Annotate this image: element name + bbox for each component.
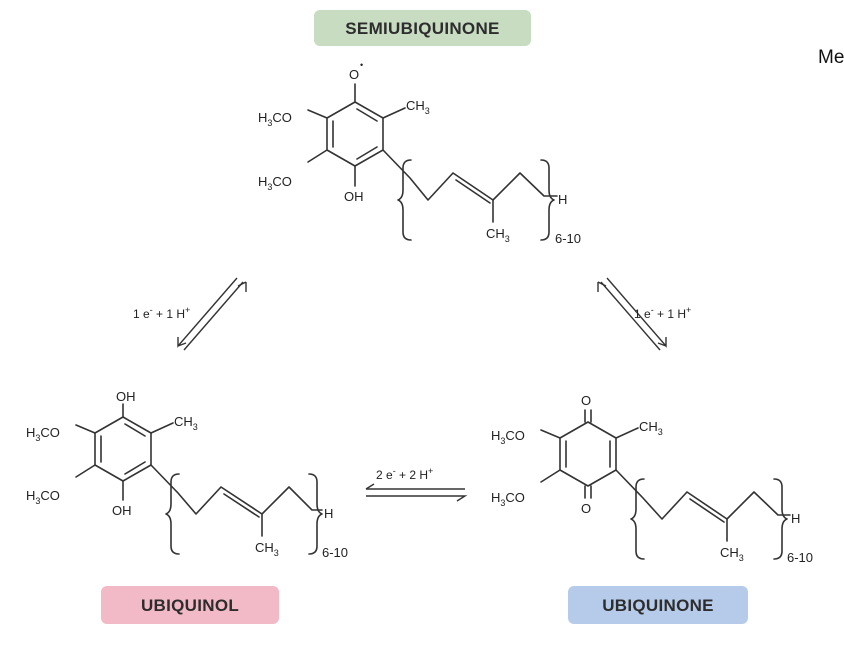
ubiquinone-methoxy1-label: H3CO (491, 428, 525, 446)
ubiquinone-label: UBIQUINONE (602, 596, 714, 615)
corner-text: Me (818, 47, 844, 68)
semiubiquinone-left-bracket (397, 159, 412, 241)
left-arrow-line-1 (183, 281, 244, 351)
ubiquinol-repeat-label: 6-10 (322, 545, 348, 560)
ubiquinol-methoxy2-bond (75, 464, 96, 478)
ubiquinol-right-bracket (308, 473, 323, 555)
ubiquinone-left-bracket (630, 478, 645, 560)
ubiquinol-chain-methyl-label: CH3 (255, 540, 279, 558)
left-equilibrium-arrow (177, 277, 247, 351)
bottom-arrow-line-2 (366, 495, 468, 502)
left-arrow-head-up (237, 281, 247, 292)
ubiquinol-chain-end-label: H (324, 506, 333, 521)
ubiquinone-methyl-bond (615, 427, 639, 439)
ubiquinone-repeat-label: 6-10 (787, 550, 813, 565)
semiubiquinone-methoxy1-label: H3CO (258, 110, 292, 128)
semiubiquinone-methyl-label: CH3 (406, 98, 430, 116)
ubiquinol-badge: UBIQUINOL (101, 586, 279, 624)
right-arrow-line-1 (600, 281, 661, 351)
right-arrow-head-up (597, 281, 607, 292)
ubiquinol-structure: OH H3CO H3CO OH CH3 CH3 H 6-10 (26, 389, 348, 560)
ubiquinone-o-top-label: O (581, 393, 591, 408)
semiubiquinone-chain-double-bond (455, 179, 491, 204)
ubiquinol-badge-bg (101, 586, 279, 624)
left-arrow-line-2 (177, 277, 238, 348)
semiubiquinone-o-label: O (349, 67, 359, 82)
ubiquinone-structure: O H3CO H3CO O CH3 CH3 H 6-10 (491, 393, 813, 565)
semiubiquinone-right-bracket (540, 159, 555, 241)
ubiquinol-methoxy1-label: H3CO (26, 425, 60, 443)
ubiquinone-ring (559, 421, 617, 487)
semiubiquinone-repeat-label: 6-10 (555, 231, 581, 246)
semiubiquinone-isoprenoid-chain (382, 149, 558, 201)
semiubiquinone-methyl-bond (382, 107, 406, 119)
ubiquinol-ring (94, 416, 152, 482)
bottom-arrow-label: 2 e- + 2 H+ (376, 466, 433, 482)
ubiquinone-methoxy1-bond (540, 429, 561, 439)
ubiquinone-bottom-carbonyl (584, 485, 592, 499)
semiubiquinone-radical-dot: • (360, 60, 363, 70)
ubiquinone-chain-end-label: H (791, 511, 800, 526)
ubiquinone-o-bottom-label: O (581, 501, 591, 516)
ubiquinol-methoxy1-bond (75, 424, 96, 434)
bottom-arrow-head-left (365, 483, 375, 490)
ubiquinone-top-carbonyl (584, 409, 592, 423)
semiubiquinone-badge: SEMIUBIQUINONE (314, 10, 531, 46)
ubiquinol-oh-top-label: OH (116, 389, 136, 404)
ubiquinone-chain-methyl-label: CH3 (720, 545, 744, 563)
ubiquinone-badge: UBIQUINONE (568, 586, 748, 624)
ubiquinol-methyl-bond (150, 422, 174, 434)
right-arrow-line-2 (606, 277, 667, 348)
ubiquinol-label: UBIQUINOL (141, 596, 239, 615)
ubiquinol-left-bracket (165, 473, 180, 555)
ubiquinone-methyl-label: CH3 (639, 419, 663, 437)
semiubiquinone-structure: O • H3CO H3CO OH CH3 CH3 H 6-10 (258, 60, 581, 246)
semiubiquinone-methoxy2-bond (307, 149, 328, 163)
left-arrow-label: 1 e- + 1 H+ (133, 305, 190, 321)
ubiquinol-chain-double-bond (223, 493, 260, 518)
ubiquinone-methoxy2-bond (540, 469, 561, 483)
ubiquinol-methyl-label: CH3 (174, 414, 198, 432)
bottom-equilibrium-arrow (365, 483, 468, 502)
ubiquinol-ring-double-bonds (100, 423, 146, 475)
semiubiquinone-chain-end-label: H (558, 192, 567, 207)
semiubiquinone-ring-double-bonds (332, 108, 378, 160)
right-equilibrium-arrow (597, 277, 667, 351)
semiubiquinone-label: SEMIUBIQUINONE (345, 19, 499, 38)
semiubiquinone-methoxy2-label: H3CO (258, 174, 292, 192)
ubiquinone-badge-bg (568, 586, 748, 624)
ubiquinone-isoprenoid-chain (615, 469, 791, 520)
semiubiquinone-oh-label: OH (344, 189, 364, 204)
semiubiquinone-badge-bg (314, 10, 531, 46)
ubiquinone-chain-double-bond (689, 498, 725, 523)
ubiquinol-isoprenoid-chain (150, 464, 323, 515)
semiubiquinone-ring (326, 101, 384, 167)
right-arrow-label: 1 e- + 1 H+ (634, 305, 691, 321)
ubiquinone-right-bracket (773, 478, 788, 560)
ubiquinone-ring-double-bonds (565, 440, 611, 468)
ubiquinol-methoxy2-label: H3CO (26, 488, 60, 506)
semiubiquinone-methoxy1-bond (307, 109, 328, 119)
semiubiquinone-chain-methyl-label: CH3 (486, 226, 510, 244)
ubiquinol-oh-bottom-label: OH (112, 503, 132, 518)
ubiquinone-methoxy2-label: H3CO (491, 490, 525, 508)
